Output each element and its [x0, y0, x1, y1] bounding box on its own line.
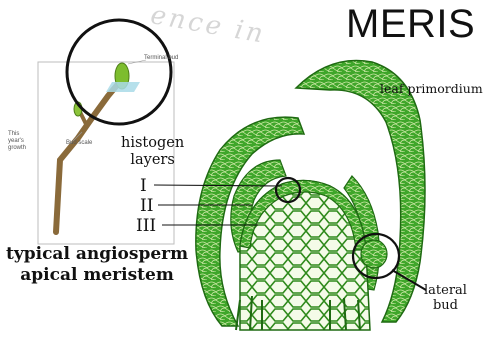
meristem-section	[154, 60, 426, 330]
twig-stem	[56, 84, 118, 232]
layer-3-label: III	[136, 216, 156, 236]
layer-2-label: II	[140, 196, 153, 216]
terminal-bud-label: Terminal bud	[144, 55, 178, 61]
histogen-line-1: histogen	[121, 135, 184, 152]
bud-scale-label: Bud scale	[66, 140, 92, 146]
lateral-line-2: bud	[424, 298, 467, 313]
lateral-line-1: lateral	[424, 283, 467, 298]
caption-line-1: typical angiosperm	[6, 244, 188, 265]
histogen-label: histogen layers	[121, 135, 184, 169]
layer-1-label: I	[140, 176, 147, 196]
page-title: MERIS	[346, 4, 475, 44]
lateral-bud-shape	[361, 240, 387, 268]
leaf-primordium-label: leaf primordium	[380, 81, 483, 96]
years-growth-label: This year's growth	[8, 131, 34, 152]
caption-line-2: apical meristem	[6, 265, 188, 286]
histogen-line-2: layers	[121, 152, 184, 169]
section-plane	[106, 82, 140, 92]
figure-caption: typical angiosperm apical meristem	[6, 244, 188, 286]
lateral-bud-label: lateral bud	[424, 283, 467, 313]
twig-inset	[38, 20, 174, 244]
